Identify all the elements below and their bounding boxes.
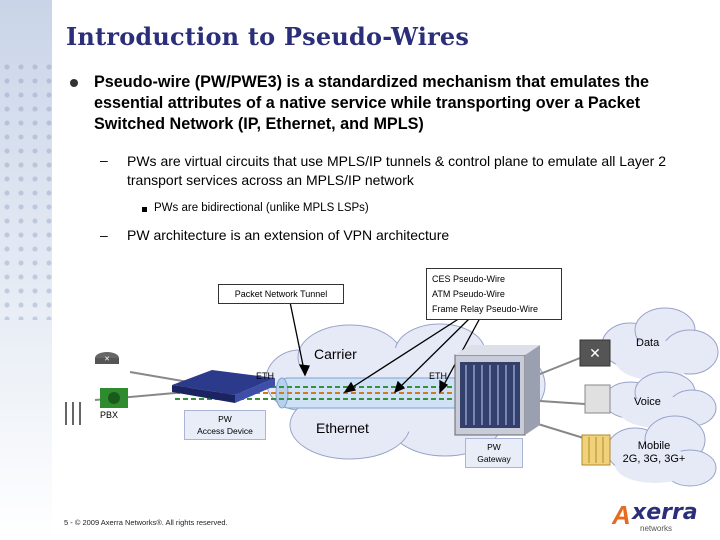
data-cloud	[601, 307, 719, 380]
dash-marker: –	[100, 227, 108, 243]
sub-bullet-3: PW architecture is an extension of VPN a…	[127, 227, 450, 243]
logo-subtext: networks	[640, 524, 673, 533]
logo-text: xerra	[632, 500, 698, 525]
dash-marker: –	[100, 152, 108, 168]
mobile-label-1: Mobile	[637, 440, 671, 452]
data-label: Data	[636, 337, 660, 349]
square-bullet	[142, 207, 147, 212]
voice-label: Voice	[634, 396, 661, 408]
main-bullet-text: Pseudo-wire (PW/PWE3) is a standardized …	[94, 73, 650, 133]
sub-bullet-2: PWs are bidirectional (unlike MPLS LSPs)	[154, 202, 369, 214]
pbx-label: PBX	[100, 410, 119, 420]
pw-access-label-1: PW	[218, 414, 232, 424]
carrier-label: Carrier	[314, 346, 357, 362]
mobile-cabinet-icon	[581, 434, 611, 466]
packet-network-tunnel-box: Packet Network Tunnel	[218, 284, 344, 304]
voice-switch-icon	[584, 384, 611, 414]
logo-mark: A	[612, 500, 631, 530]
pw-gateway-box: PW Gateway	[465, 438, 523, 468]
pw-gateway-label-1: PW	[487, 442, 501, 452]
packet-network-tunnel-label: Packet Network Tunnel	[234, 289, 328, 299]
pw-type-fr: Frame Relay Pseudo-Wire	[432, 304, 539, 314]
svg-text:✕: ✕	[104, 356, 110, 363]
pw-types-box: CES Pseudo-Wire ATM Pseudo-Wire Frame Re…	[426, 268, 562, 320]
svg-text:✕: ✕	[589, 345, 601, 361]
router-icon-right: ✕	[579, 339, 611, 367]
mobile-label-2: 2G, 3G, 3G+	[622, 453, 686, 465]
sub-bullet-1: PWs are virtual circuits that use MPLS/I…	[127, 153, 666, 188]
pw-access-label-2: Access Device	[197, 426, 253, 436]
eth-left-label: ETH	[256, 371, 274, 381]
pw-gateway-label-2: Gateway	[477, 454, 511, 464]
pw-gateway-rack-icon	[454, 345, 540, 436]
mobile-label: Mobile 2G, 3G, 3G+	[616, 440, 692, 466]
bullet-dot	[70, 79, 78, 87]
sidebar-decoration	[0, 0, 52, 540]
pw-access-device-box: PW Access Device	[184, 410, 266, 440]
callout-arrows	[289, 301, 481, 394]
ethernet-label: Ethernet	[316, 420, 369, 436]
router-icon-left: ✕	[95, 352, 119, 364]
pbx-icon	[100, 388, 128, 408]
pw-type-atm: ATM Pseudo-Wire	[432, 289, 505, 299]
antenna-icon	[65, 402, 81, 425]
mobile-cloud	[606, 415, 717, 487]
slide-title: Introduction to Pseudo-Wires	[66, 22, 470, 51]
eth-right-label: ETH	[429, 371, 447, 381]
pw-type-ces: CES Pseudo-Wire	[432, 274, 506, 284]
sidebar-pattern	[0, 60, 52, 320]
footer-copyright: 5 - © 2009 Axerra Networks®. All rights …	[64, 518, 228, 527]
pw-access-device-icon	[172, 370, 275, 403]
